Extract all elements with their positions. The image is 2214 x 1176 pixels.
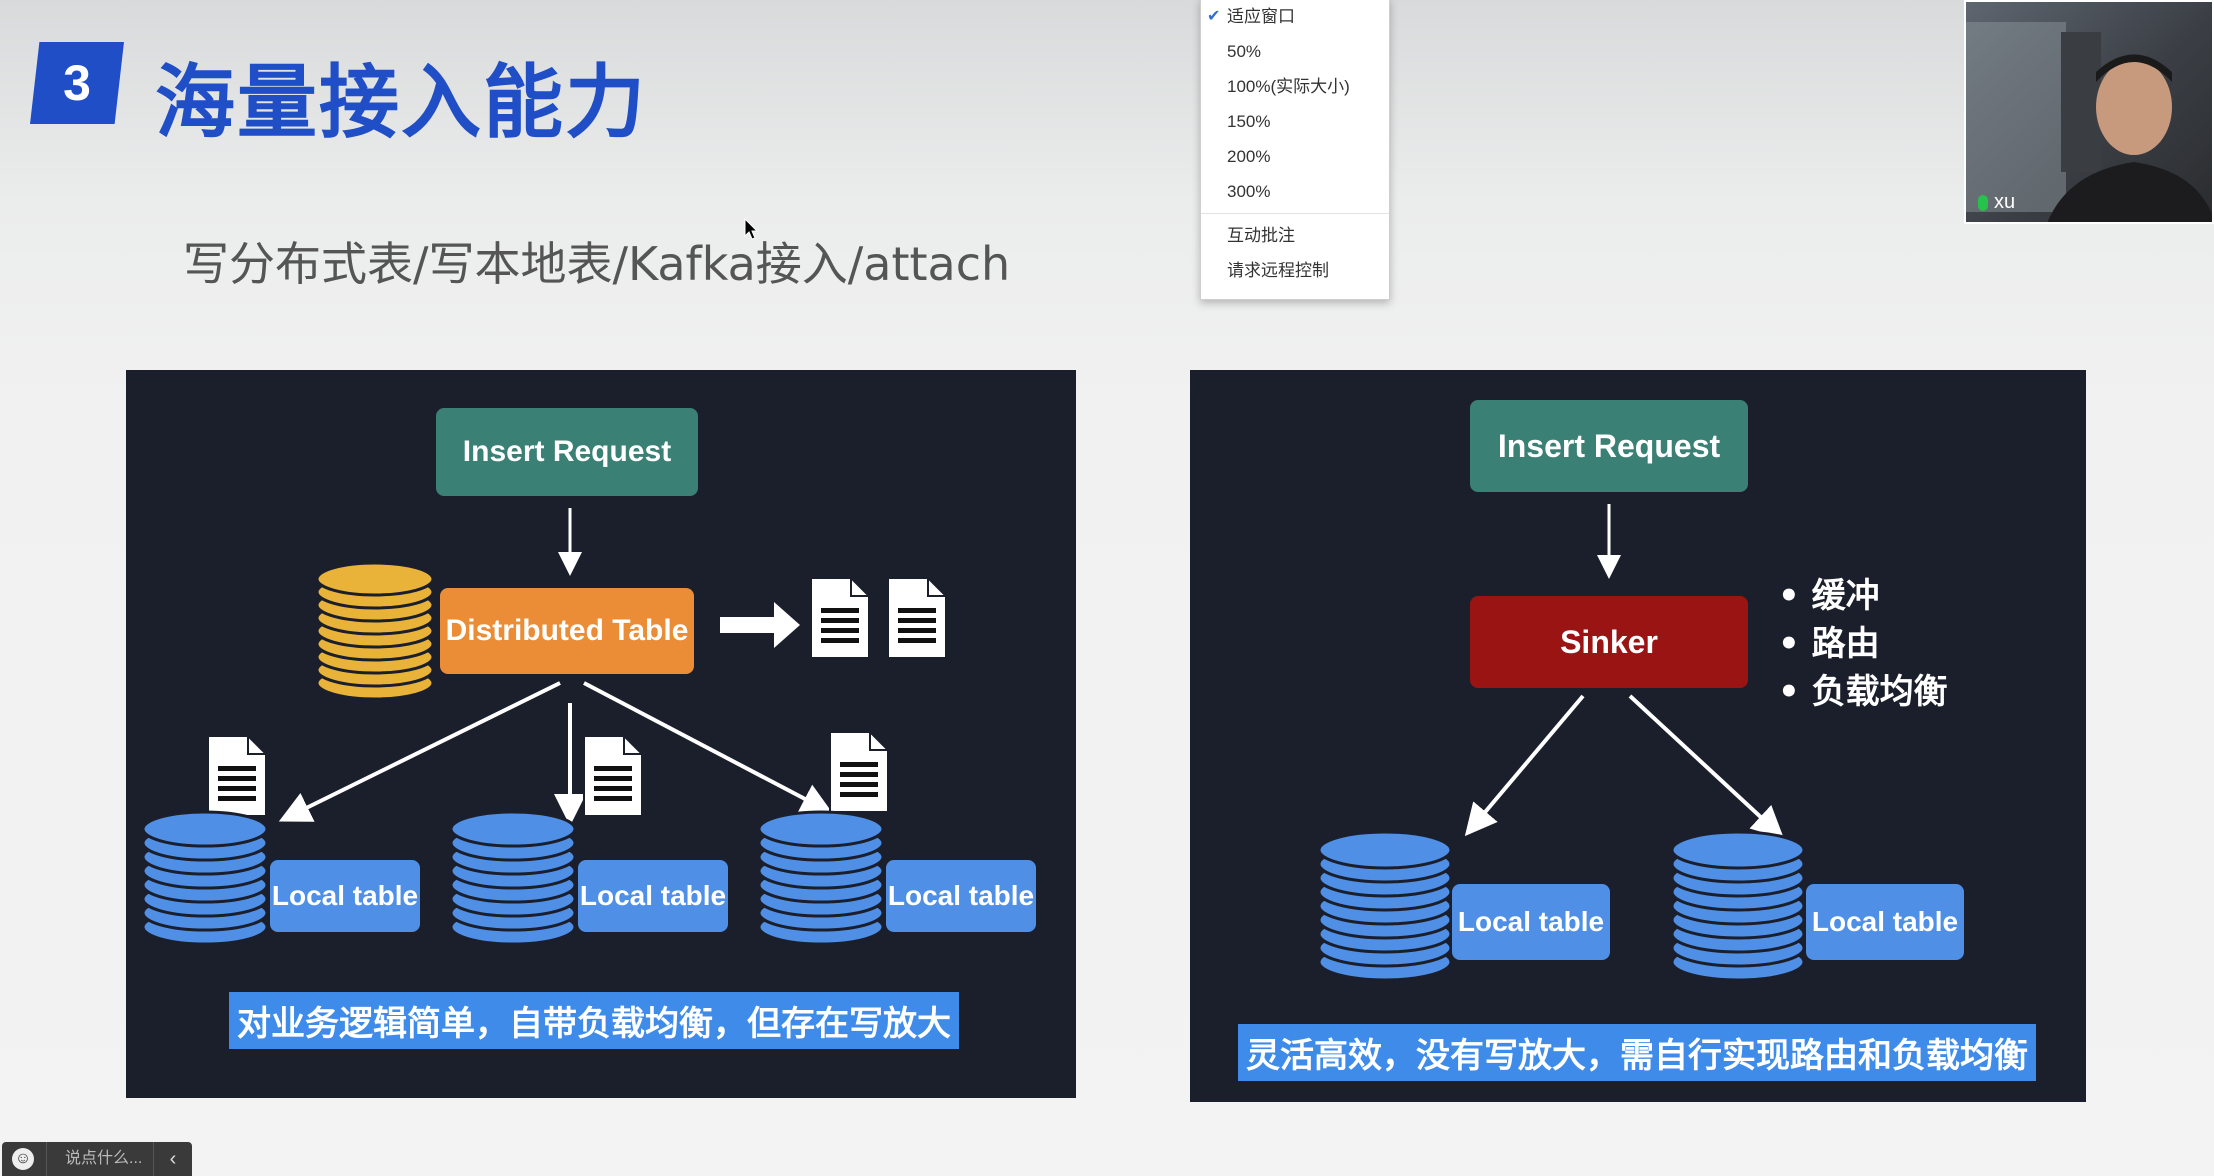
insert-request-box: Insert Request [436,408,698,496]
database-stack-icon [1670,830,1806,982]
menu-item-zoom-100[interactable]: 100%(实际大小) [1201,69,1389,104]
document-icon [207,735,267,817]
menu-item-remote-control[interactable]: 请求远程控制 [1201,253,1389,288]
database-stack-icon [449,810,577,946]
feature-item: 路由 [1778,620,1948,668]
right-diagram-graphics [1317,504,1806,982]
webcam-feed [1966,22,2212,222]
menu-item-label: 100%(实际大小) [1227,77,1350,96]
participant-name-tag: xu [1978,191,2015,214]
menu-item-zoom-300[interactable]: 300% [1201,174,1389,209]
menu-separator [1201,213,1389,214]
right-diagram-panel: Insert Request Sinker 缓冲 路由 负载均衡 Local t… [1190,370,2086,1102]
sinker-feature-list: 缓冲 路由 负载均衡 [1778,572,1948,716]
feature-item: 缓冲 [1778,572,1948,620]
menu-item-zoom-200[interactable]: 200% [1201,139,1389,174]
insert-request-box: Insert Request [1470,400,1748,492]
slide-title: 海量接入能力 [155,56,647,149]
menu-item-label: 150% [1227,112,1271,131]
menu-item-label: 适应窗口 [1227,7,1295,26]
menu-item-label: 300% [1227,182,1271,201]
database-stack-icon [315,561,435,701]
local-table-box: Local table [1452,884,1610,960]
menu-item-zoom-50[interactable]: 50% [1201,34,1389,69]
document-icon [887,577,947,659]
database-stack-icon [1317,830,1453,982]
menu-item-annotate[interactable]: 互动批注 [1201,218,1389,253]
right-diagram-caption: 灵活高效，没有写放大，需自行实现路由和负载均衡 [1238,1024,2036,1081]
menu-item-label: 50% [1227,42,1262,61]
zoom-context-menu: ✔ 适应窗口 50% 100%(实际大小) 150% 200% 300% 互动批… [1200,0,1390,300]
participant-name: xu [1994,191,2016,213]
local-table-box: Local table [578,860,728,932]
emoji-icon[interactable]: ☺ [12,1148,34,1170]
local-table-box: Local table [270,860,420,932]
left-diagram-caption: 对业务逻辑简单，自带负载均衡，但存在写放大 [229,992,959,1049]
database-stack-icon [757,810,885,946]
feature-item: 负载均衡 [1778,668,1948,716]
document-icon [810,577,870,659]
slide-subtitle: 写分布式表/写本地表/Kafka接入/attach [183,237,1011,291]
chat-bar: ☺ 说点什么... ‹ [2,1142,192,1176]
document-icon [829,731,889,813]
left-diagram-panel: Insert Request Distributed Table Local t… [126,370,1076,1098]
local-table-box: Local table [886,860,1036,932]
participant-video[interactable]: xu [1964,0,2214,224]
document-icon [583,735,643,817]
right-arrow-icon [720,602,800,648]
menu-item-label: 请求远程控制 [1227,261,1329,280]
section-number-badge [30,42,124,124]
left-diagram-graphics [141,508,947,946]
local-table-box: Local table [1806,884,1964,960]
database-stack-icon [141,810,269,946]
menu-item-label: 200% [1227,147,1271,166]
checkmark-icon: ✔ [1207,8,1221,25]
chevron-left-icon[interactable]: ‹ [153,1142,192,1176]
microphone-icon [1978,194,1988,211]
menu-item-zoom-150[interactable]: 150% [1201,104,1389,139]
menu-item-fit-window[interactable]: ✔ 适应窗口 [1201,0,1389,34]
menu-item-label: 互动批注 [1227,226,1295,245]
mouse-cursor-icon [744,218,759,240]
section-number: 3 [63,55,91,111]
sinker-box: Sinker [1470,596,1748,688]
chat-input[interactable]: 说点什么... [46,1142,165,1176]
distributed-table-box: Distributed Table [440,588,694,674]
